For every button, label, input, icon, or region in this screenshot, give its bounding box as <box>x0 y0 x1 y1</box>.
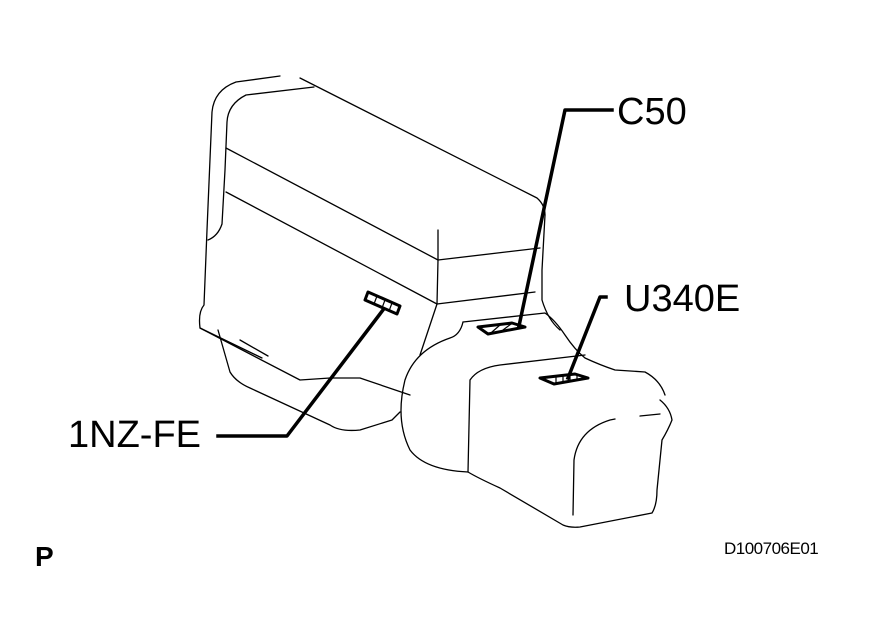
leader-lines <box>216 108 614 438</box>
connector-1nz-fe <box>363 290 402 316</box>
callout-label-1nz-fe: 1NZ-FE <box>68 414 201 456</box>
connector-u340e <box>538 372 590 386</box>
callout-label-u340e: U340E <box>624 278 741 320</box>
corner-label: P <box>35 541 54 572</box>
leader-1nz-fe <box>216 307 386 438</box>
transmission-outline <box>400 312 673 528</box>
callout-label-c50: C50 <box>617 91 687 133</box>
leader-c50 <box>516 108 614 329</box>
engine-block-outline <box>198 75 561 432</box>
figure-code: D100706E01 <box>724 539 819 558</box>
leader-u340e <box>565 295 608 381</box>
connector-c50 <box>476 321 527 336</box>
